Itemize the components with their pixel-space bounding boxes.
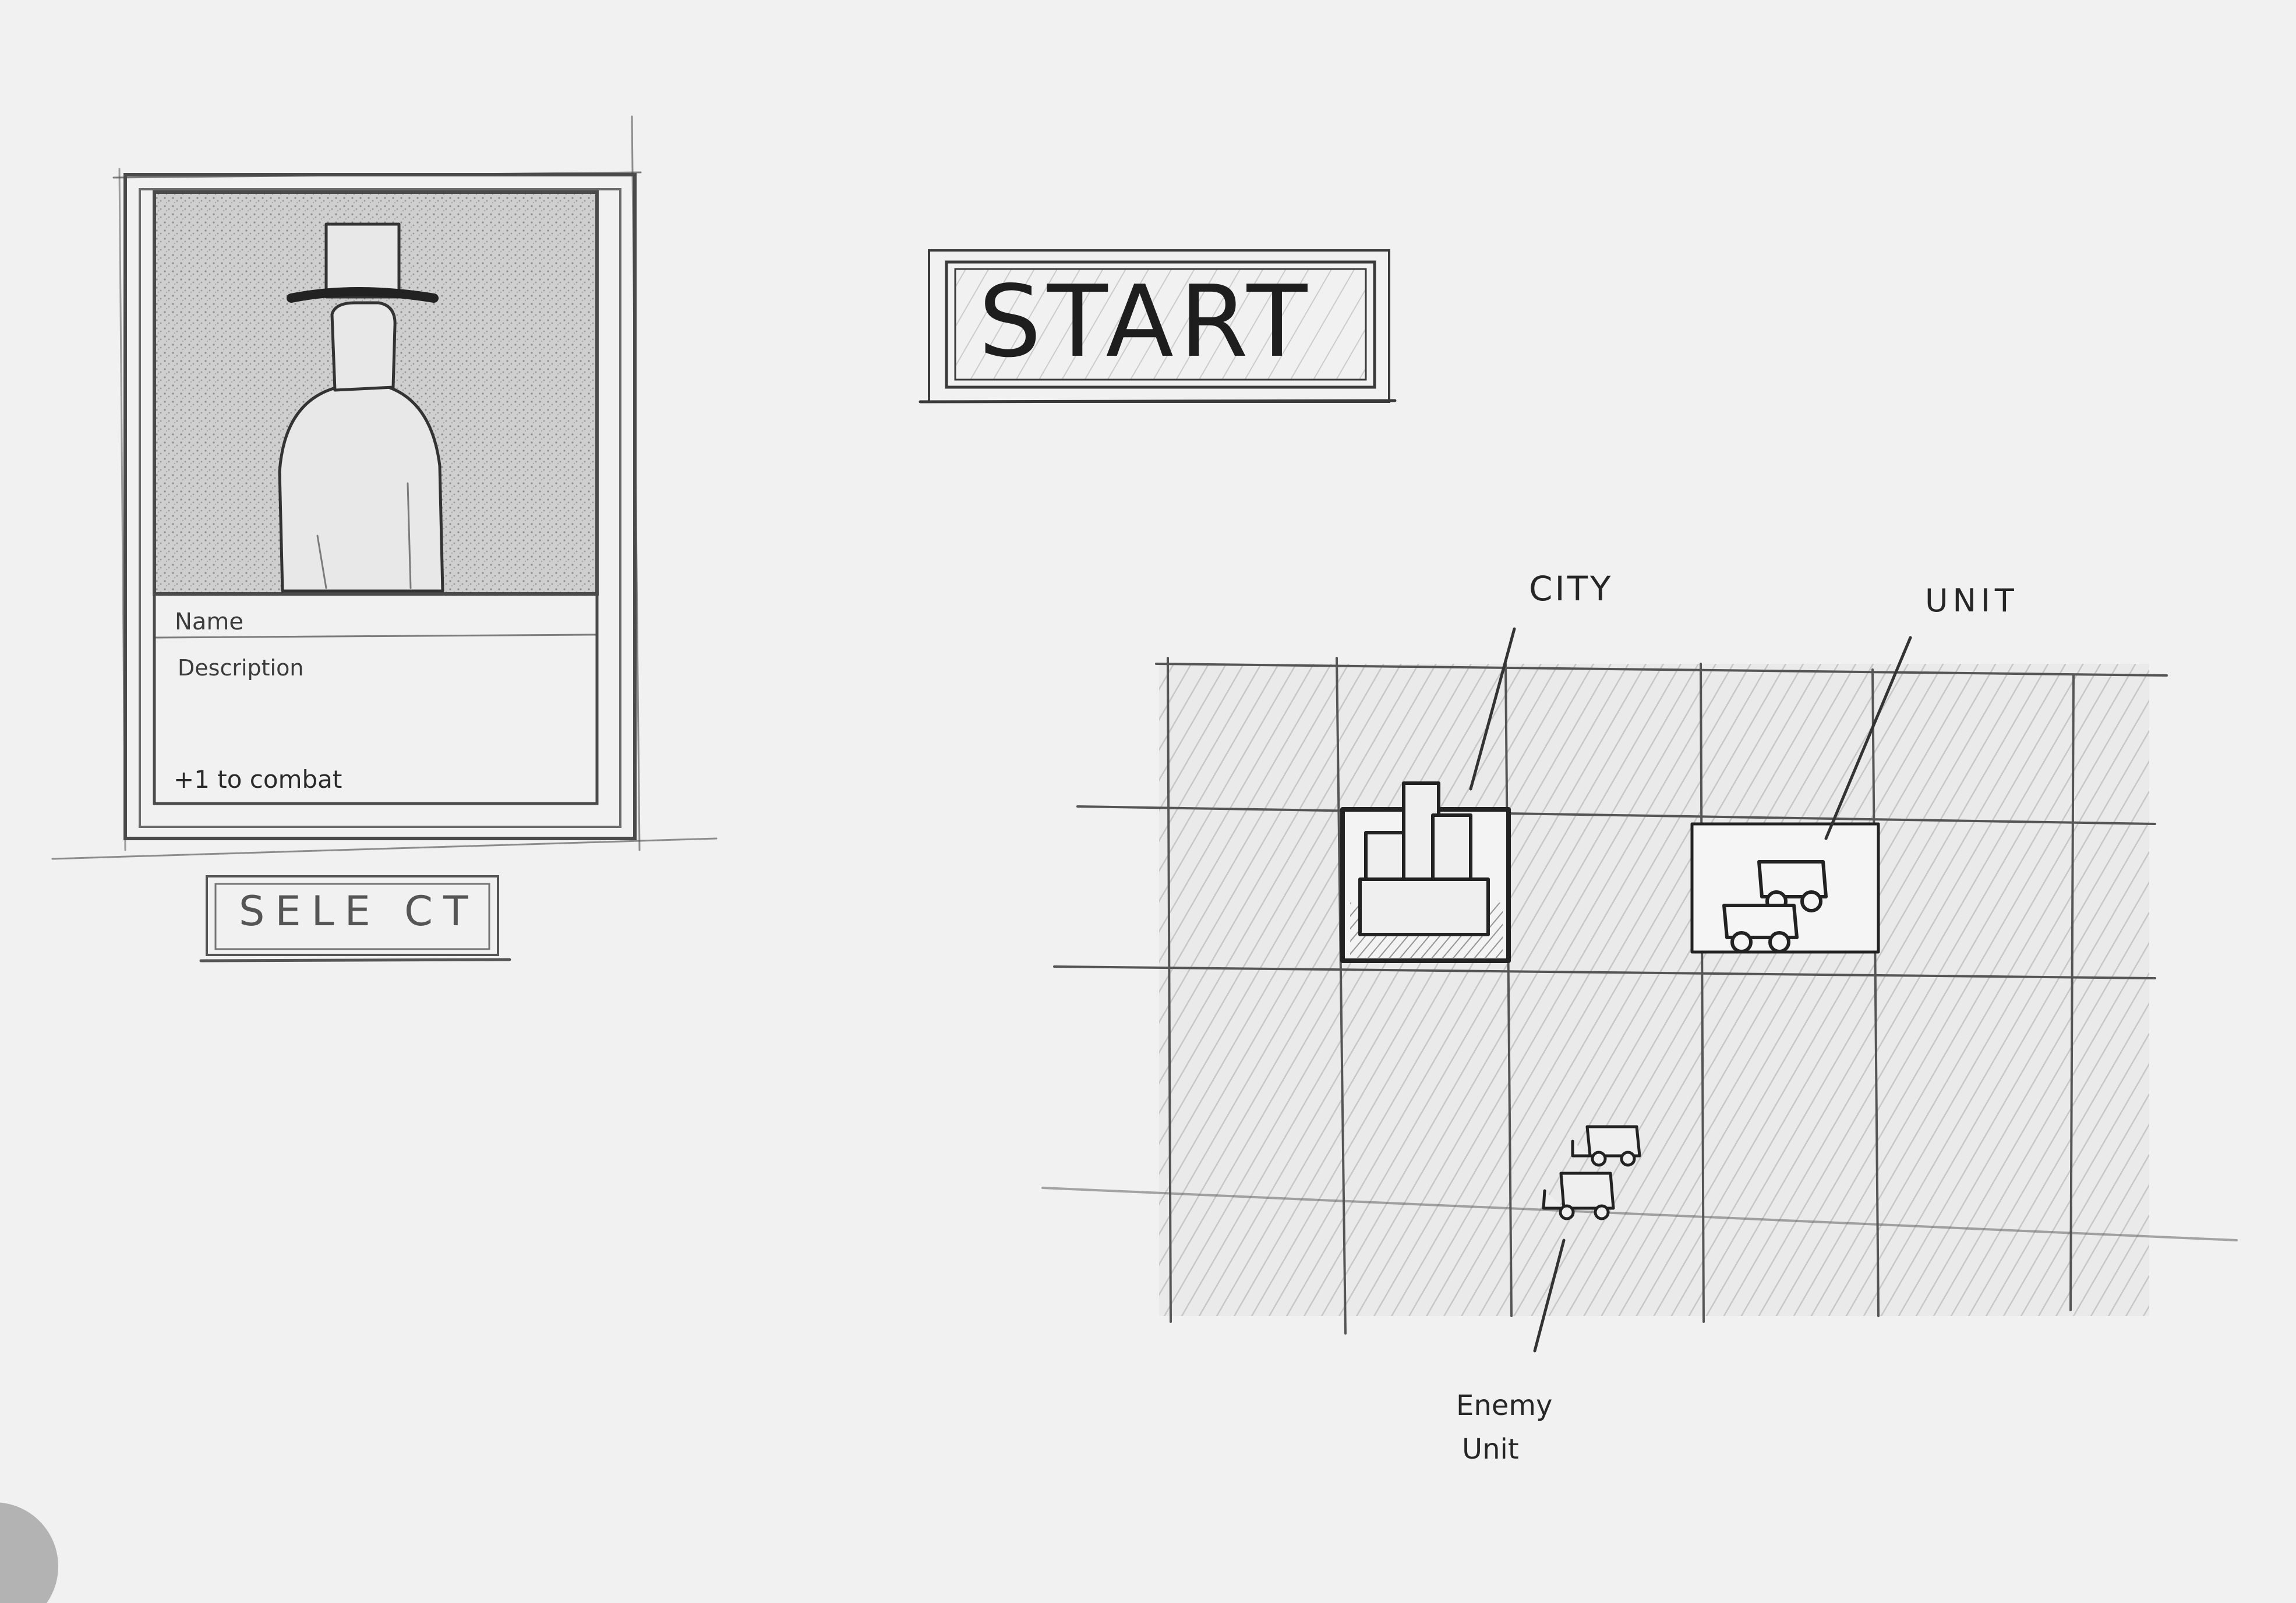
card-description-label: Description xyxy=(178,655,304,681)
select-button-frame xyxy=(199,875,511,962)
start-button-label[interactable]: START xyxy=(979,264,1313,380)
friendly-unit-vehicle xyxy=(1722,860,1828,953)
select-button-label[interactable]: SELE CT xyxy=(239,887,479,935)
unit-tile xyxy=(1690,822,1880,954)
city-callout-label: CITY xyxy=(1529,569,1613,608)
enemy-unit-callout-label-line2: Unit xyxy=(1462,1433,1519,1466)
callout-lines xyxy=(1469,627,1912,1353)
paper-shadow xyxy=(0,1502,58,1603)
city-tile xyxy=(1340,781,1511,963)
start-button-frame xyxy=(919,249,1397,404)
unit-callout-label: UNIT xyxy=(1925,582,2019,619)
character-portrait xyxy=(278,222,444,593)
enemy-unit-vehicles xyxy=(1542,1125,1641,1220)
map-grid xyxy=(1041,657,2238,1335)
card-bonus-text: +1 to combat xyxy=(174,765,342,794)
enemy-unit-callout-label-line1: Enemy xyxy=(1456,1389,1553,1422)
card-name-label: Name xyxy=(175,608,244,635)
